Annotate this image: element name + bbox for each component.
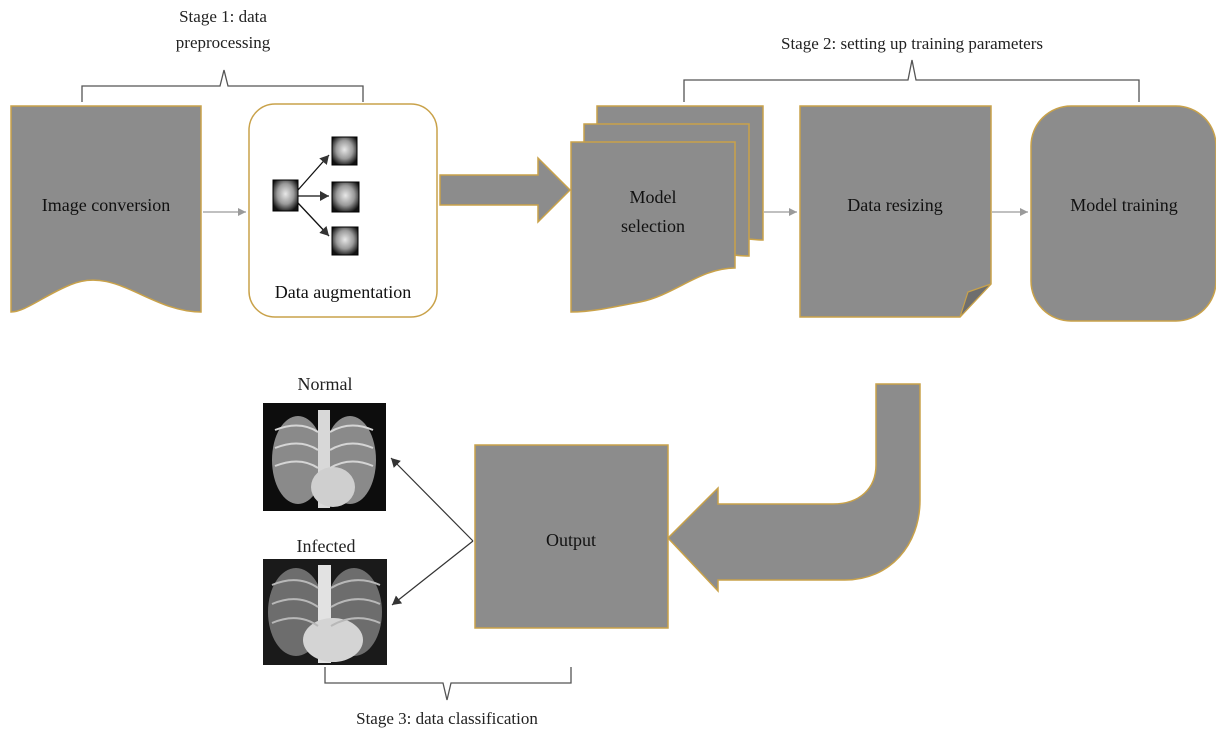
curved-block-arrow-to-output <box>666 383 921 593</box>
image-conversion-node: Image conversion <box>10 105 202 313</box>
normal-xray-image <box>263 403 386 511</box>
augmentation-xray-thumbnails <box>272 136 360 256</box>
arrow-output-to-normal <box>390 457 474 542</box>
stage3-brace <box>324 667 572 701</box>
stage2-label: Stage 2: setting up training parameters <box>781 34 1043 53</box>
block-arrow-to-stage2 <box>439 156 572 224</box>
arrow-output-to-infected <box>391 540 474 606</box>
model-selection-node: Model selection <box>570 105 764 313</box>
image-conversion-label: Image conversion <box>42 195 170 215</box>
normal-label: Normal <box>298 374 353 394</box>
data-resizing-label: Data resizing <box>847 195 942 215</box>
infected-xray-image <box>263 559 387 665</box>
stage1-label-line1: Stage 1: data <box>179 7 267 26</box>
stage3-label: Stage 3: data classification <box>356 709 538 728</box>
model-training-node: Model training <box>1030 105 1216 322</box>
stage1-label-line2: preprocessing <box>176 33 271 52</box>
model-training-label: Model training <box>1070 195 1177 215</box>
infected-label: Infected <box>297 536 356 556</box>
model-selection-label-line1: Model <box>630 187 677 207</box>
output-label: Output <box>546 530 596 550</box>
stage2-brace <box>683 59 1140 102</box>
output-node: Output <box>474 444 669 629</box>
model-selection-label-line2: selection <box>621 216 685 236</box>
data-resizing-node: Data resizing <box>799 105 992 318</box>
data-augmentation-node: Data augmentation <box>248 103 438 318</box>
data-augmentation-label: Data augmentation <box>275 282 411 302</box>
stage1-brace <box>81 69 364 102</box>
